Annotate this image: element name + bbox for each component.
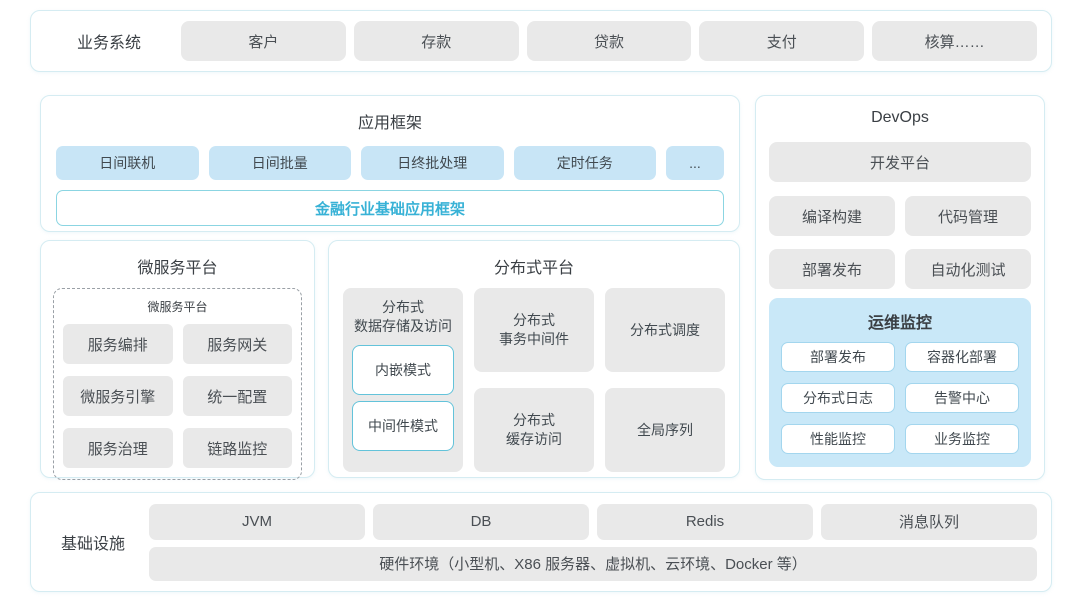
devops-panel: DevOps 开发平台 编译构建 代码管理 部署发布 自动化测试 运维监控 部署… — [755, 95, 1045, 480]
infra-item-redis: Redis — [597, 503, 813, 540]
monitor-item-container-deploy: 容器化部署 — [905, 342, 1019, 372]
devops-item-auto-test: 自动化测试 — [905, 249, 1031, 289]
biz-item-customer: 客户 — [181, 21, 346, 61]
biz-item-deposit: 存款 — [353, 21, 519, 61]
ms-item-gateway: 服务网关 — [182, 324, 292, 364]
ops-monitor-panel: 运维监控 部署发布 容器化部署 分布式日志 告警中心 性能监控 业务监控 — [769, 298, 1031, 467]
dist-storage-label-line2: 数据存储及访问 — [354, 317, 452, 334]
infrastructure-panel: 基础设施 JVM DB Redis 消息队列 硬件环境（小型机、X86 服务器、… — [30, 492, 1052, 592]
infra-item-mq: 消息队列 — [821, 503, 1037, 540]
ms-item-config: 统一配置 — [182, 376, 292, 416]
app-item-more: ... — [666, 146, 724, 180]
dist-storage-box: 分布式 数据存储及访问 内嵌模式 中间件模式 — [343, 288, 463, 472]
dist-mode-middleware: 中间件模式 — [352, 400, 454, 451]
devops-item-deploy: 部署发布 — [769, 249, 895, 289]
devops-item-dev-platform: 开发平台 — [769, 142, 1031, 182]
biz-item-accounting: 核算…… — [872, 21, 1037, 61]
devops-title: DevOps — [871, 109, 929, 126]
devops-item-build: 编译构建 — [769, 196, 895, 236]
business-systems-panel: 业务系统 客户 存款 贷款 支付 核算…… — [30, 10, 1052, 72]
app-item-daytime-batch: 日间批量 — [208, 146, 351, 180]
dist-storage-label-line1: 分布式 — [382, 299, 424, 315]
devops-item-code-mgmt: 代码管理 — [905, 196, 1031, 236]
ms-item-tracing: 链路监控 — [182, 428, 292, 468]
microservice-title: 微服务平台 — [137, 260, 218, 277]
business-systems-label: 业务系统 — [76, 35, 141, 52]
infrastructure-label: 基础设施 — [61, 536, 126, 553]
dist-scheduler-box: 分布式调度 — [605, 288, 725, 372]
app-item-daytime-online: 日间联机 — [56, 146, 199, 180]
app-framework-panel: 应用框架 日间联机 日间批量 日终批处理 定时任务 ... 金融行业基础应用框架 — [40, 95, 740, 232]
finance-base-framework-box: 金融行业基础应用框架 — [56, 190, 724, 226]
ms-item-engine: 微服务引擎 — [63, 376, 173, 416]
infra-hardware-bar: 硬件环境（小型机、X86 服务器、虚拟机、云环境、Docker 等） — [149, 546, 1037, 581]
dist-transaction-box: 分布式 事务中间件 — [474, 288, 594, 372]
distributed-title: 分布式平台 — [493, 260, 574, 277]
biz-item-payment: 支付 — [699, 21, 865, 61]
monitor-item-biz-monitor: 业务监控 — [905, 424, 1019, 454]
monitor-item-distributed-log: 分布式日志 — [781, 383, 895, 413]
dist-cache-box: 分布式 缓存访问 — [474, 388, 594, 472]
monitor-item-deploy: 部署发布 — [781, 342, 895, 372]
dist-sequence-box: 全局序列 — [605, 388, 725, 472]
monitor-item-alert-center: 告警中心 — [905, 383, 1019, 413]
microservice-panel: 微服务平台 微服务平台 服务编排 服务网关 微服务引擎 统一配置 服务治理 链路… — [40, 240, 315, 480]
ops-monitor-title: 运维监控 — [867, 315, 932, 332]
biz-item-loan: 贷款 — [526, 21, 692, 61]
infra-item-jvm: JVM — [149, 503, 365, 540]
ms-item-orchestration: 服务编排 — [63, 324, 173, 364]
distributed-panel: 分布式平台 分布式 数据存储及访问 内嵌模式 中间件模式 分布式 事务中间件 — [328, 240, 740, 478]
ms-item-governance: 服务治理 — [63, 428, 173, 468]
monitor-item-perf-monitor: 性能监控 — [781, 424, 895, 454]
app-item-scheduled-task: 定时任务 — [513, 146, 656, 180]
app-item-eod-batch: 日终批处理 — [361, 146, 504, 180]
infra-item-db: DB — [373, 503, 589, 540]
dist-mode-embedded: 内嵌模式 — [352, 344, 454, 395]
microservice-inner-title: 微服务平台 — [147, 300, 208, 314]
microservice-inner-box: 微服务平台 服务编排 服务网关 微服务引擎 统一配置 服务治理 链路监控 — [53, 288, 302, 480]
app-framework-title: 应用框架 — [357, 115, 422, 132]
